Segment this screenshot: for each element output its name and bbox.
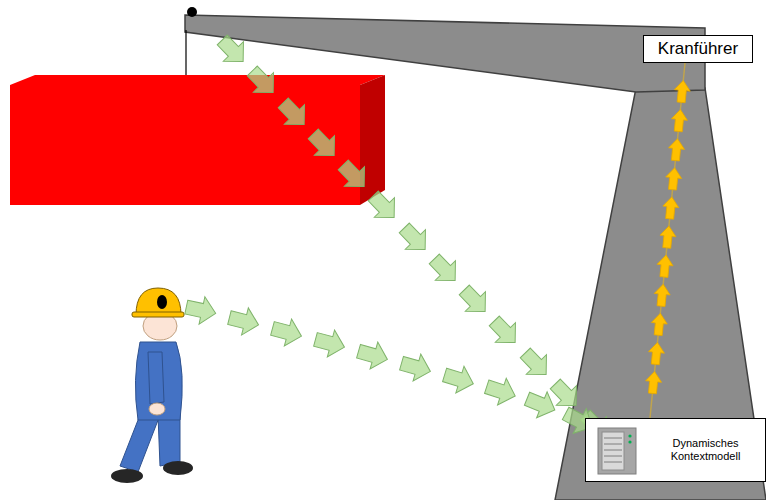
flow-arrowhead (647, 342, 665, 365)
sensor-arrow (545, 374, 586, 415)
hard-hat (136, 288, 181, 315)
node-label: Dynamisches Kontextmodell (652, 437, 759, 462)
sensor-arrow (212, 30, 253, 71)
sensor-arrow (424, 249, 465, 290)
flow-arrowhead (650, 313, 668, 336)
flow-arrowhead (662, 196, 680, 219)
server-slot (604, 456, 622, 457)
node-label: Kranführer (658, 39, 738, 59)
sensor-arrow (333, 155, 374, 196)
server-slot (604, 462, 622, 463)
sensor-arrow-chain (212, 30, 616, 446)
server-slot (604, 444, 622, 445)
server-front (602, 432, 624, 470)
worker-boot (163, 461, 193, 475)
flow-arrowhead (670, 109, 688, 132)
container-front (10, 85, 360, 205)
flow-arrowhead (644, 371, 662, 394)
sensor-arrow (273, 93, 314, 134)
container-side (360, 75, 385, 205)
boom-pivot (187, 7, 197, 17)
flow-arrowhead (659, 225, 677, 248)
server-slot (604, 438, 622, 439)
sensor-arrow (484, 311, 525, 352)
sensor-arrow (355, 338, 392, 373)
server-slot (604, 450, 622, 451)
role-box: Kranführer (643, 35, 753, 63)
flow-arrowhead (673, 80, 691, 103)
sensor-arrow (515, 343, 556, 384)
sensor-arrow (398, 350, 435, 385)
helmet-lamp (157, 295, 167, 309)
flow-arrowhead (665, 167, 683, 190)
sensor-arrow (183, 293, 218, 327)
connector-line (650, 63, 685, 418)
info-flow-connector (644, 63, 691, 418)
worker-front-leg (158, 415, 180, 466)
system-box: Dynamisches Kontextmodell (585, 418, 766, 482)
sensor-arrow (312, 326, 348, 361)
sensor-arrow (454, 280, 495, 321)
sensor-arrow (269, 315, 305, 350)
flow-arrowhead (656, 254, 674, 277)
worker-boot (111, 469, 143, 483)
server-led (628, 434, 631, 437)
sensor-arrow (522, 386, 560, 423)
worker-face (143, 312, 177, 340)
server-icon (598, 428, 636, 474)
sensor-arrow (394, 218, 435, 259)
hard-hat-brim (132, 312, 184, 317)
worker-hand (149, 403, 165, 415)
sensor-arrow (303, 124, 344, 165)
sensor-arrow (441, 362, 478, 398)
sensor-arrow (242, 61, 283, 102)
worker-torso (135, 342, 182, 420)
container-top (10, 75, 385, 85)
flow-arrowhead (667, 138, 685, 161)
sensor-arrow-chain (183, 293, 598, 439)
crane-mast (555, 88, 766, 500)
flow-arrowhead (653, 283, 671, 306)
server-led (628, 440, 631, 443)
sensor-arrow (482, 373, 519, 409)
crane-boom (185, 15, 705, 92)
worker-back-leg (120, 415, 160, 472)
sensor-arrow (363, 186, 404, 227)
sensor-arrow (226, 304, 262, 338)
worker-arm (148, 352, 164, 404)
hoist-rope (185, 30, 186, 75)
